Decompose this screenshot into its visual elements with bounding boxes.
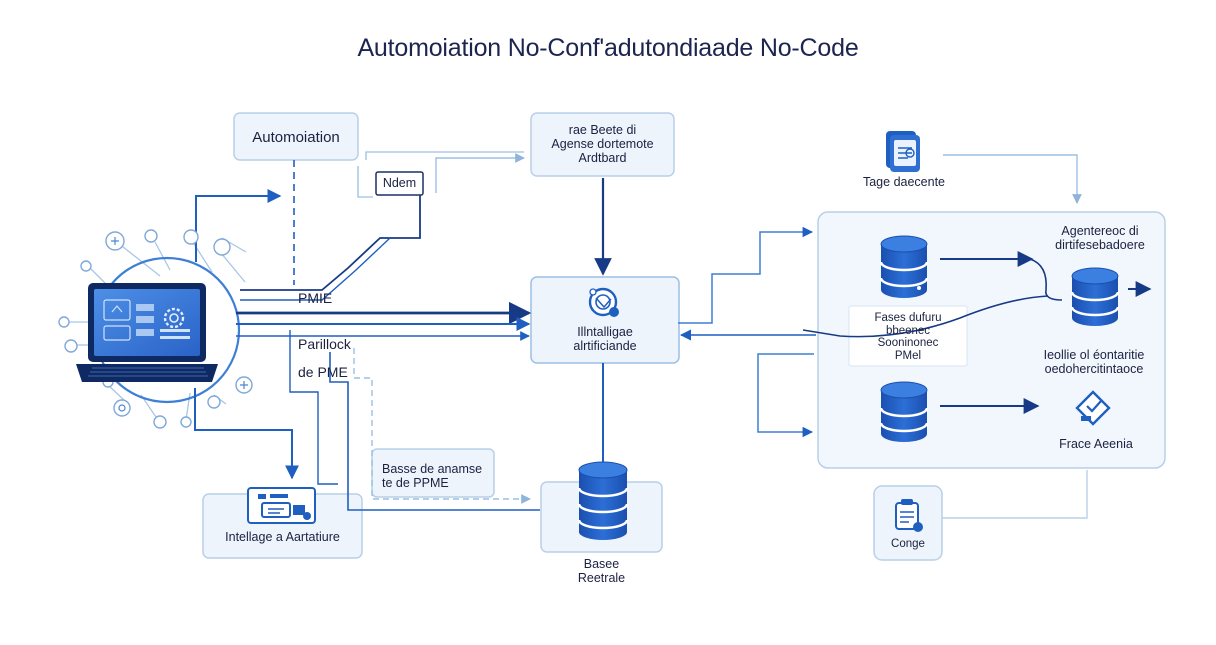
agent-right-label: Agentereoc di dirtifesebadoere: [1040, 224, 1160, 252]
bases-line-3: Sooninonec: [877, 337, 939, 349]
agent-right-line-2: dirtifesebadoere: [1055, 238, 1145, 252]
ndem-label: Ndem: [382, 176, 417, 190]
right-mid-line-2: oedohercitintaoce: [1044, 362, 1144, 376]
connectors: [68, 151, 1152, 519]
base-center-label: Basee Reetrale: [541, 557, 662, 585]
ndem-box: [375, 171, 424, 196]
partick-label: Parillock: [298, 336, 351, 352]
base-center-line-2: Reetrale: [577, 571, 626, 585]
document-icon: [1075, 390, 1111, 426]
agent-right-line-1: Agentereoc di: [1061, 224, 1139, 238]
base-pme-line-1: Basse de anamse: [382, 462, 483, 476]
bases-line-4: PMel: [894, 349, 922, 362]
checklist-icon: [247, 487, 316, 524]
frace-label: Frace Aeenia: [1059, 437, 1133, 451]
agent-top-line-3: Ardtbard: [578, 151, 627, 165]
agent-top-line-2: Agense dortemote: [551, 137, 654, 151]
intelligence-label: Intellage a Aartatiure: [225, 530, 340, 544]
page-title: Automoiation No-Conf'adutondiaade No-Cod…: [357, 34, 859, 62]
bases-label: Fases dufuru bbeenec Sooninonec PMel: [849, 312, 967, 362]
bases-line-1: Fases dufuru: [874, 312, 942, 324]
gear-icon: [163, 307, 185, 329]
agent-top-label: rae Beete di Agense dortemote Ardtbard: [531, 123, 674, 165]
pmie-label: PMIE: [298, 290, 333, 306]
automation-box: [233, 112, 359, 161]
base-pme-line-2: te de PPME: [382, 476, 449, 490]
database-icon: [1070, 267, 1120, 326]
database-icon: [879, 381, 929, 442]
database-icon: [879, 235, 929, 298]
de-pme-label: de PME: [298, 364, 348, 380]
right-mid-line-1: Ieollie ol éontaritie: [1043, 348, 1145, 362]
agent-top-box: [530, 112, 675, 177]
network-icon: [58, 229, 253, 429]
database-icon: [577, 461, 629, 540]
clipboard-icon: [895, 499, 923, 532]
automation-label: Automoiation: [252, 129, 340, 146]
laptop-icon: [76, 283, 218, 382]
base-pme-label: Basse de anamse te de PPME: [382, 462, 482, 490]
stack-icon: [886, 131, 920, 172]
tag-label: Tage daecente: [862, 175, 945, 189]
bases-line-2: bbeenec: [885, 324, 931, 337]
agent-top-line-1: rae Beete di: [568, 123, 637, 137]
ai-center-line-2: alrtificiande: [573, 339, 637, 353]
ai-center-label: Illntalligae alrtificiande: [531, 325, 679, 353]
ai-center-line-1: Illntalligae: [577, 325, 633, 339]
right-mid-label: Ieollie ol éontaritie oedohercitintaoce: [1026, 348, 1162, 376]
ai-brain-icon: [588, 287, 619, 317]
base-center-line-1: Basee: [583, 557, 620, 571]
conge-label: Conge: [891, 538, 925, 550]
